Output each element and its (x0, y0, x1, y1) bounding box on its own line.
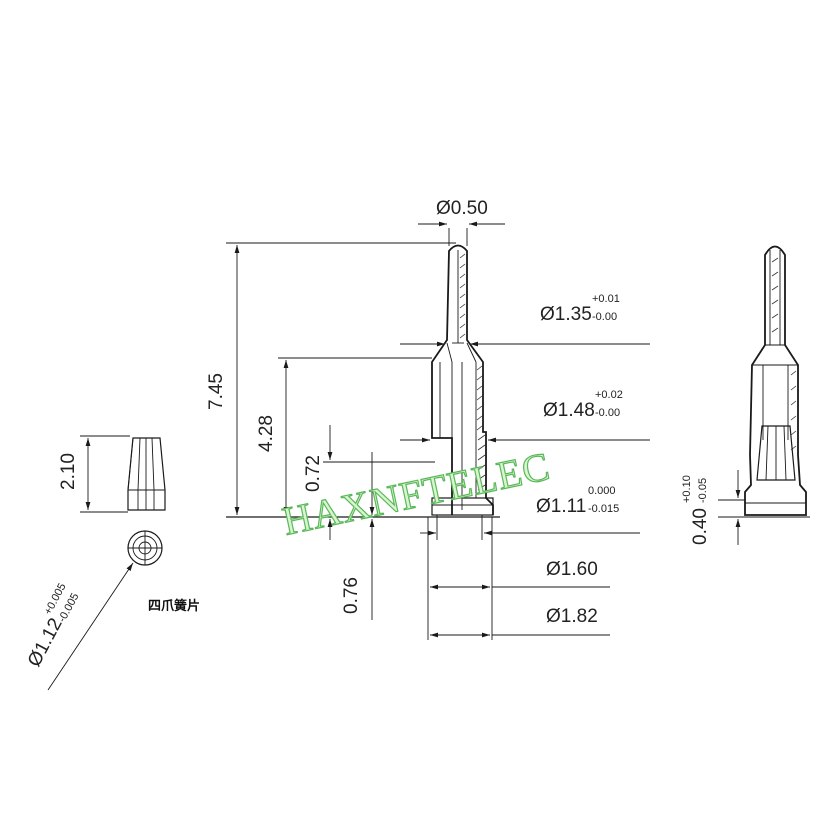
flange-thickness-label: 0.76 (341, 577, 362, 614)
side-view (718, 245, 810, 545)
svg-text:Ø1.12: Ø1.12 (24, 615, 67, 671)
tip-diameter-label: Ø0.50 (436, 198, 488, 219)
dimension-lines (226, 221, 650, 640)
clip-height-label: 2.10 (58, 453, 79, 490)
part-label: 四爪簧片 (148, 598, 200, 614)
flange-inner-diameter-label: Ø1.60 (546, 559, 598, 580)
svg-text:0.000: 0.000 (588, 485, 616, 497)
mid-diameter-label: Ø1.48 (543, 400, 595, 421)
svg-text:+0.10: +0.10 (681, 475, 693, 503)
slot-length-label: 0.72 (303, 455, 324, 492)
svg-text:0.40: 0.40 (690, 508, 711, 545)
upper-diameter-label: Ø1.35 (540, 304, 592, 325)
svg-text:+0.01: +0.01 (592, 293, 620, 305)
body-length-label: 4.28 (256, 415, 277, 452)
spring-clip-view (47, 435, 166, 691)
svg-text:-0.015: -0.015 (588, 503, 619, 515)
bore-diameter-label: Ø1.11 (536, 496, 586, 517)
pin-outline (431, 244, 494, 515)
svg-text:-0.05: -0.05 (697, 478, 709, 503)
total-length-label: 7.45 (206, 373, 227, 410)
side-thickness-label: 0.40 +0.10 -0.05 (681, 475, 711, 545)
svg-text:-0.00: -0.00 (592, 311, 617, 323)
dimension-labels: Ø0.50 Ø1.35 +0.01 -0.00 Ø1.48 +0.02 -0.0… (24, 198, 711, 671)
main-pin-view (431, 244, 494, 516)
svg-text:+0.02: +0.02 (595, 389, 623, 401)
flange-outer-diameter-label: Ø1.82 (546, 606, 598, 627)
clip-diameter-label: Ø1.12 +0.005 -0.005 (24, 581, 82, 671)
svg-text:-0.00: -0.00 (595, 407, 620, 419)
